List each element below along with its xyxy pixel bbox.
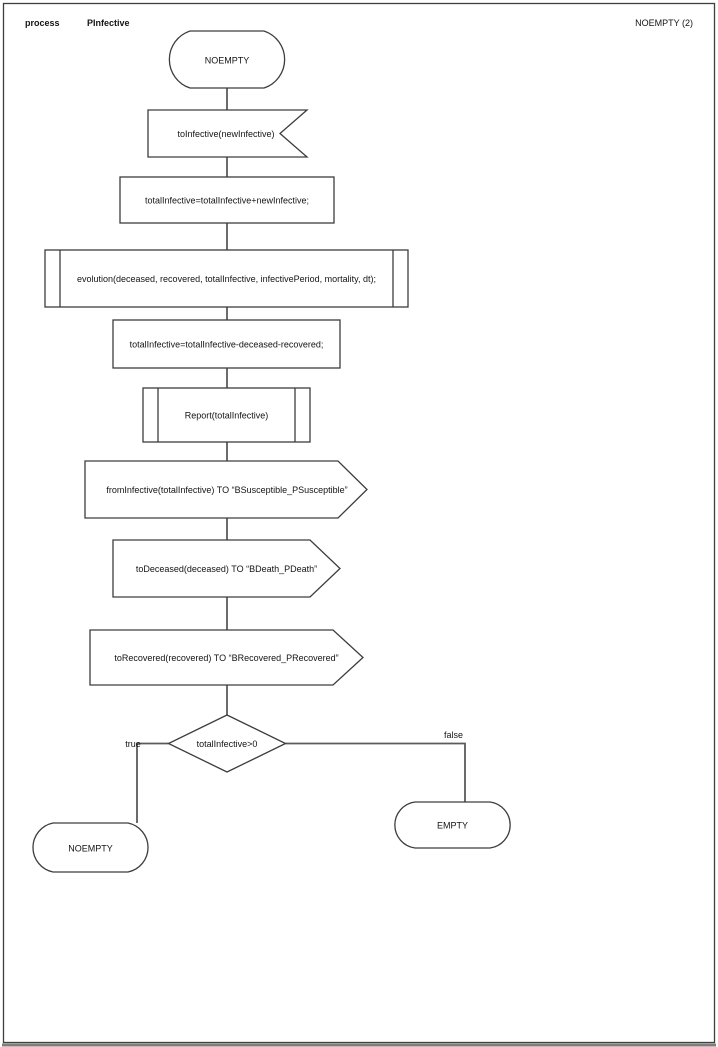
start-state-label: NOEMPTY [205, 56, 250, 66]
output-to-recovered-shape[interactable] [89, 629, 364, 686]
false-state-label: EMPTY [437, 821, 468, 831]
header-process-name: PInfective [87, 18, 130, 28]
output-to-deceased-shape[interactable] [112, 539, 341, 598]
decision-true-label: true [125, 739, 141, 749]
decision-label: totalInfective>0 [197, 739, 258, 749]
input-signal-label: toInfective(newInfective) [177, 129, 274, 139]
task-subtract-label: totalInfective=totalInfective-deceased-r… [130, 340, 324, 350]
task-add-shape[interactable] [119, 176, 335, 224]
procedure-evolution-label: evolution(deceased, recovered, totalInfe… [77, 274, 376, 284]
procedure-report-shape[interactable] [142, 387, 311, 443]
decision-shape[interactable] [167, 714, 287, 773]
procedure-evolution-shape[interactable] [44, 249, 409, 308]
start-state-shape[interactable] [168, 30, 286, 89]
output-from-infective-shape[interactable] [84, 460, 368, 519]
true-state-shape[interactable] [32, 822, 149, 873]
true-state-label: NOEMPTY [68, 844, 113, 854]
decision-false-label: false [444, 730, 463, 740]
procedure-report-label: Report(totalInfective) [185, 411, 269, 421]
connector-true-branch [136, 742, 169, 823]
output-to-recovered-label: toRecovered(recovered) TO “BRecovered_PR… [114, 653, 338, 663]
false-state-shape[interactable] [394, 801, 511, 849]
output-to-deceased-label: toDeceased(deceased) TO “BDeath_PDeath” [136, 564, 317, 574]
connector-false-branch [285, 742, 466, 802]
header-kind-label: process [25, 18, 60, 28]
task-add-label: totalInfective=totalInfective+newInfecti… [145, 196, 309, 206]
task-subtract-shape[interactable] [112, 319, 341, 369]
output-from-infective-label: fromInfective(totalInfective) TO “BSusce… [106, 485, 347, 495]
header-page-label: NOEMPTY (2) [635, 18, 693, 28]
input-signal-shape[interactable] [147, 109, 309, 158]
